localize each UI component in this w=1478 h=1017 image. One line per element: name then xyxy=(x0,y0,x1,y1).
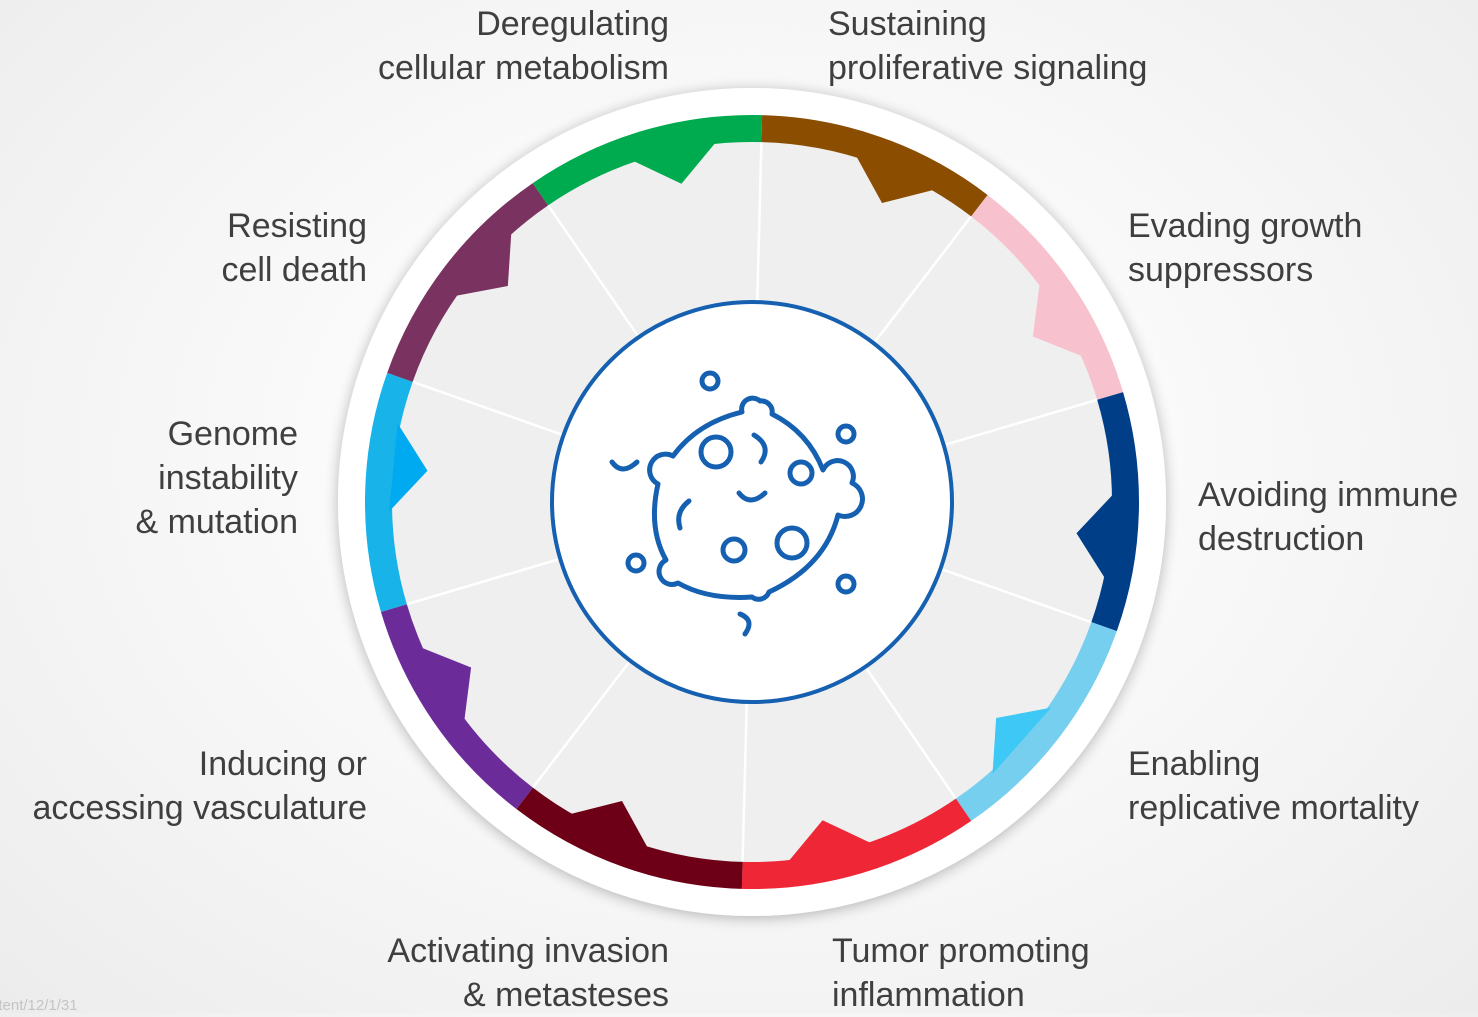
hallmark-label-tumor-promoting-inflammation: Tumor promoting inflammation xyxy=(832,932,1090,1014)
ring-arrow-genome-instability-mutation xyxy=(389,423,428,512)
ring-arrow-enabling-replicative-mortality xyxy=(992,707,1052,774)
wheel-divider xyxy=(406,557,561,606)
hallmark-label-activating-invasion-metastases: Activating invasion & metasteses xyxy=(387,932,669,1014)
ring-segment-deregulating-cellular-metabolism xyxy=(532,115,763,206)
wheel-divider xyxy=(940,567,1092,624)
ring-segment-activating-invasion-metasteses xyxy=(516,787,743,889)
cancer-cell-icon xyxy=(609,370,865,637)
ring-arrowheads xyxy=(389,140,1115,864)
wheel-divider xyxy=(755,142,763,303)
ring-segment-inducing-or-accessing-vasculature xyxy=(380,604,533,810)
ring-segment-tumor-promoting-inflammation xyxy=(741,798,972,889)
wheel-divider xyxy=(741,701,749,862)
ring-arrow-activating-invasion-metasteses xyxy=(567,800,649,851)
footer-citation: ntent/12/1/31 xyxy=(0,997,78,1014)
wheel-divider xyxy=(412,380,564,437)
ring-arrow-deregulating-cellular-metabolism xyxy=(630,140,718,184)
ring-arrow-resisting-cell-death xyxy=(452,230,512,297)
ring-arrow-inducing-or-accessing-vasculature xyxy=(419,646,472,723)
wheel-divider xyxy=(531,659,632,789)
ring-segment-sustaining-proliferative-signaling xyxy=(761,115,988,217)
hallmark-label-enabling-replicative-mortality: Enabling replicative mortality xyxy=(1128,745,1419,827)
hallmark-label-genome-instability-mutation: Genome instability & mutation xyxy=(135,415,298,541)
ring-arrow-avoiding-immune-destruction xyxy=(1076,492,1115,581)
ring-segment-evading-growth-suppressors xyxy=(971,194,1124,400)
wheel-divider xyxy=(547,204,640,338)
wheel-divider xyxy=(943,398,1098,447)
wheel-divider xyxy=(864,666,957,800)
ring-segment-resisting-cell-death xyxy=(387,183,549,382)
hallmark-label-evading-growth-suppressors: Evading growth suppressors xyxy=(1128,207,1363,289)
ring-segment-avoiding-immune-destruction xyxy=(1091,392,1139,632)
ring-arrow-sustaining-proliferative-signaling xyxy=(855,153,937,204)
hallmark-label-sustaining-proliferative-signaling: Sustaining proliferative signaling xyxy=(828,5,1148,87)
ring-arrow-tumor-promoting-inflammation xyxy=(786,820,874,864)
wheel-divider xyxy=(872,215,973,345)
wheel-dividers xyxy=(406,142,1098,862)
hallmark-label-avoiding-immune-destruction: Avoiding immune destruction xyxy=(1198,476,1459,558)
hallmark-label-inducing-accessing-vasculature: Inducing or accessing vasculature xyxy=(32,745,367,827)
colored-ring xyxy=(364,115,1139,889)
ring-segment-enabling-replicative-mortality xyxy=(955,622,1117,821)
ring-segment-genome-instability-mutation xyxy=(364,372,413,612)
ring-arrow-evading-growth-suppressors xyxy=(1032,281,1085,358)
hallmark-label-deregulating-cellular-metabolism: Deregulating cellular metabolism xyxy=(378,5,669,87)
hallmark-label-resisting-cell-death: Resisting cell death xyxy=(221,207,367,289)
